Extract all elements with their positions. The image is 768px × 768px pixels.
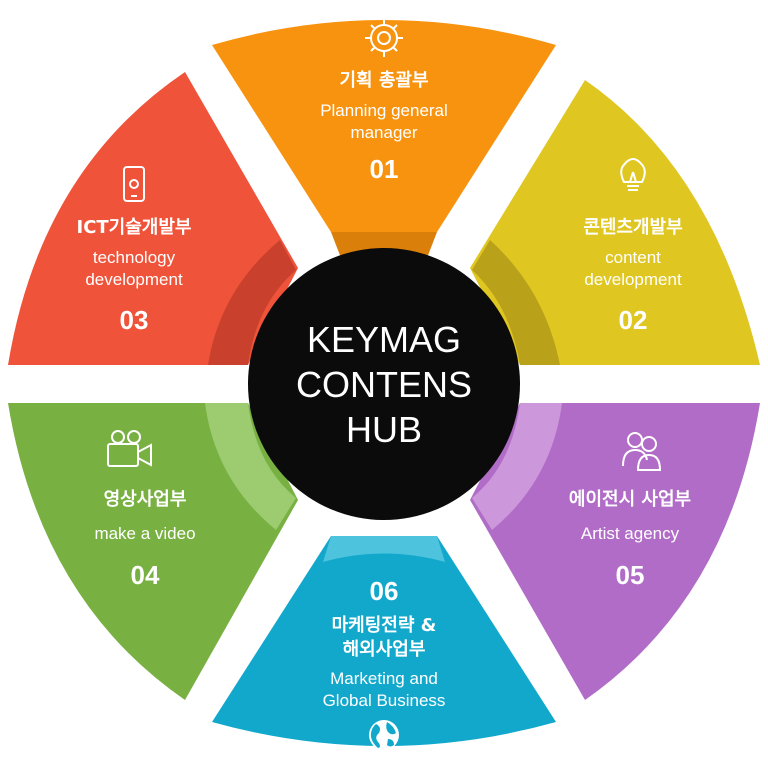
segment-ict-shape [8,72,298,365]
gear-icon [365,19,403,57]
segment-ict-title-kr: ICT기술개발부 [77,217,192,238]
segment-marketing-title-en-2: Global Business [323,691,446,710]
segment-planning[interactable]: 기획 총괄부 Planning general manager 01 [320,19,448,184]
smartphone-icon [123,166,145,202]
segment-agency-shape [470,403,760,700]
segment-content-title-en-1: content [605,248,661,267]
segment-planning-number: 01 [370,154,399,184]
segment-planning-title-en-2: manager [350,123,417,142]
segment-shapes [8,20,760,746]
segment-video-inner [205,403,296,530]
hub-line-2: CONTENS [296,364,472,405]
segment-content-title-kr: 콘텐츠개발부 [583,217,682,238]
segment-content-title-en-2: development [584,270,682,289]
people-icon [622,432,662,471]
segment-agency-number: 05 [616,560,645,590]
video-camera-icon [107,430,152,467]
segment-planning-title-en-1: Planning general [320,101,448,120]
segment-marketing-title-en-1: Marketing and [330,669,438,688]
segment-marketing-title-kr-2: 해외사업부 [343,639,426,660]
segment-marketing[interactable]: 06 마케팅전략 & 해외사업부 Marketing and Global Bu… [323,576,446,750]
segment-ict-number: 03 [120,305,149,335]
segment-content[interactable]: 콘텐츠개발부 content development 02 [583,157,683,335]
segment-agency-inner [472,403,562,530]
segment-agency[interactable]: 에이전시 사업부 Artist agency 05 [569,432,691,590]
hub-line-1: KEYMAG [307,319,461,360]
segment-video-number: 04 [131,560,160,590]
segment-marketing-inner [323,536,445,562]
hub-line-3: HUB [346,409,422,450]
segment-agency-title-kr: 에이전시 사업부 [569,489,691,510]
segment-marketing-number: 06 [370,576,399,606]
segment-ict-inner [208,240,296,365]
segment-ict-title-en-1: technology [93,248,176,267]
segment-agency-title-en-1: Artist agency [581,524,680,543]
segment-video-shape [8,403,298,700]
hub-circle [248,248,520,520]
segment-video-title-en-1: make a video [94,524,195,543]
segment-marketing-shape [212,536,556,746]
segment-video[interactable]: 영상사업부 make a video 04 [94,430,196,590]
segment-planning-title-kr: 기획 총괄부 [339,70,428,91]
segment-ict[interactable]: ICT기술개발부 technology development 03 [77,166,192,335]
segment-marketing-title-kr-1: 마케팅전략 & [332,615,437,636]
segment-content-shape [470,80,760,365]
segment-ict-title-en-2: development [85,270,183,289]
globe-icon [369,720,399,750]
segment-planning-shape [212,20,556,232]
segment-video-title-kr: 영상사업부 [104,489,187,510]
segment-content-number: 02 [619,305,648,335]
segment-content-inner [472,240,560,365]
lightbulb-icon [620,157,646,191]
